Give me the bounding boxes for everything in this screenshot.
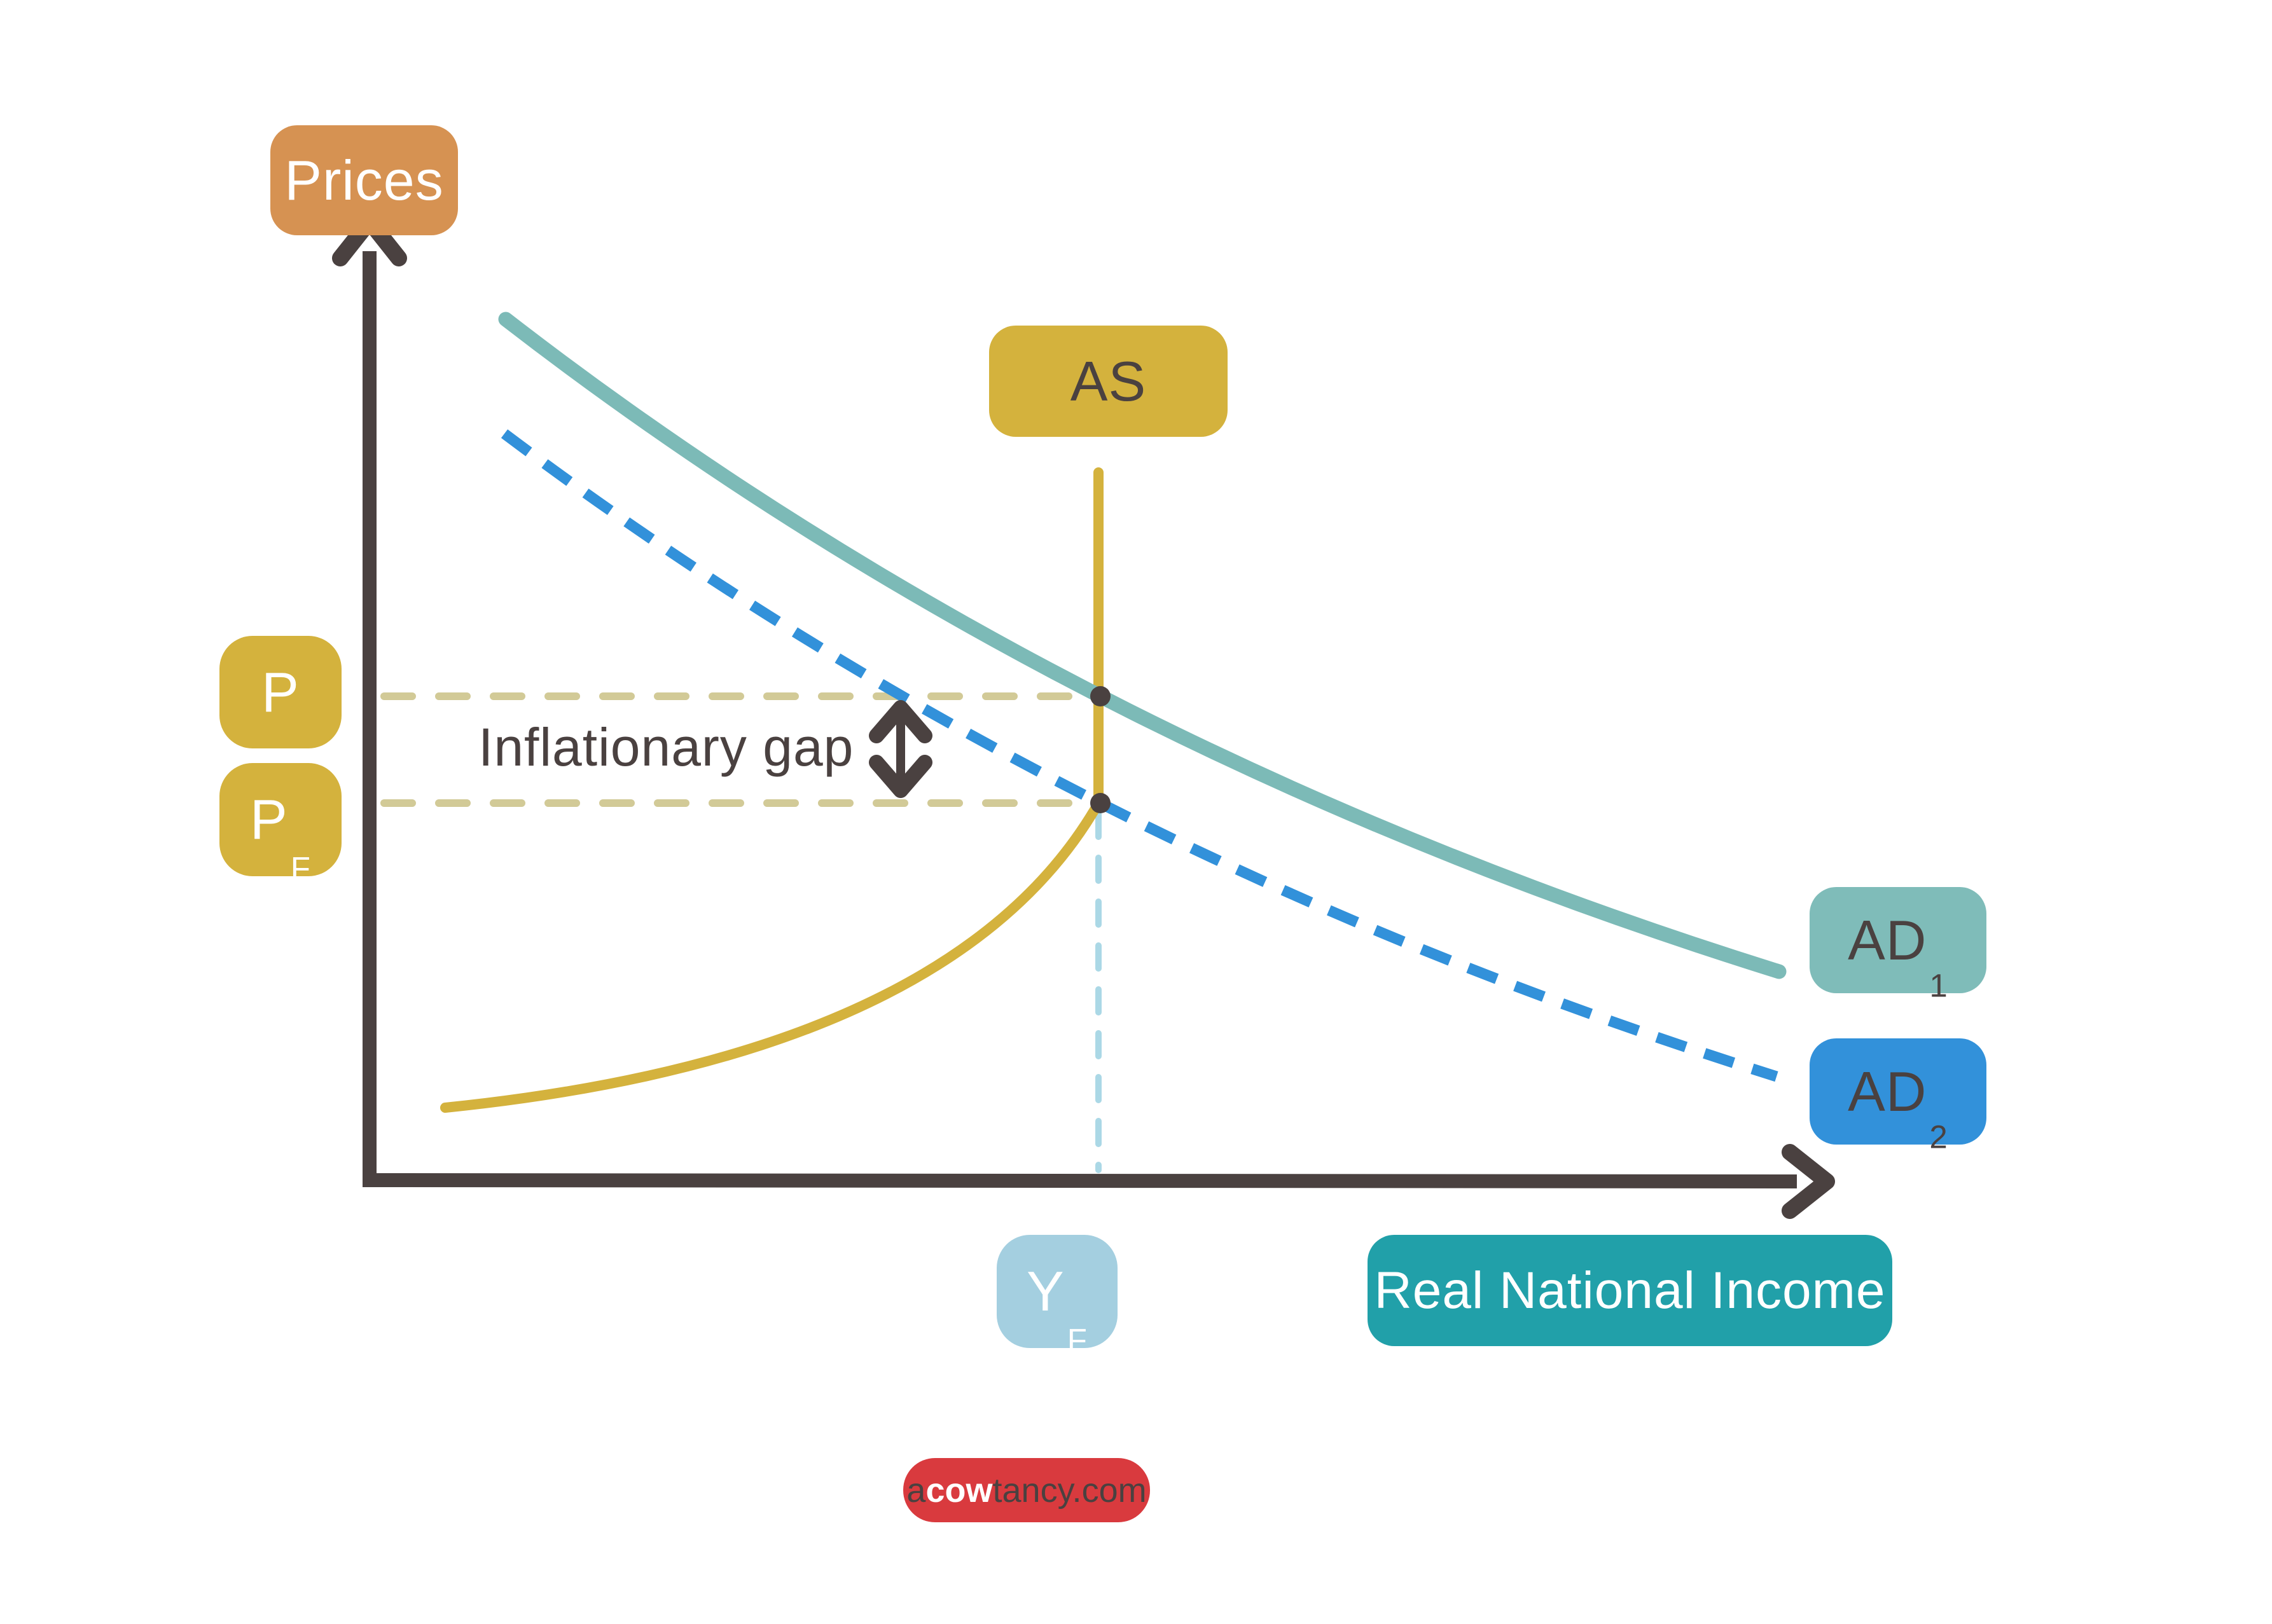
p-label-chip: P — [219, 636, 342, 748]
axes-lines — [363, 251, 1798, 1189]
equilibrium-point-pf — [1090, 793, 1111, 813]
y-axis-label-chip: Prices — [270, 125, 458, 235]
watermark-prefix: a — [906, 1471, 926, 1510]
x-axis-label-chip: Real National Income — [1368, 1235, 1892, 1346]
equilibrium-point-p — [1090, 686, 1111, 706]
as-curve — [440, 467, 1104, 1113]
x-axis-label: Real National Income — [1374, 1261, 1886, 1319]
as-label-chip: AS — [989, 326, 1228, 437]
ad1-label: AD — [1848, 908, 1927, 972]
yf-label-subscript: F — [1067, 1322, 1088, 1359]
p-label: P — [261, 660, 300, 724]
inflationary-gap-label: Inflationary gap — [478, 717, 854, 777]
pf-label: P — [250, 788, 288, 851]
gap-arrow-heads — [869, 700, 932, 798]
ad1-label-subscript: 1 — [1929, 967, 1948, 1004]
ad2-label-subscript: 2 — [1929, 1118, 1948, 1155]
watermark-brand: cow — [925, 1471, 993, 1510]
x-axis-arrow-icon — [1782, 1144, 1835, 1219]
pf-label-subscript: F — [290, 850, 311, 887]
ad2-curve — [501, 429, 1778, 1082]
yf-label: Y — [1027, 1260, 1065, 1323]
y-axis-label: Prices — [284, 148, 444, 212]
as-label: AS — [1070, 349, 1147, 413]
ad2-label: AD — [1848, 1059, 1927, 1123]
watermark-suffix: tancy.com — [992, 1471, 1147, 1510]
